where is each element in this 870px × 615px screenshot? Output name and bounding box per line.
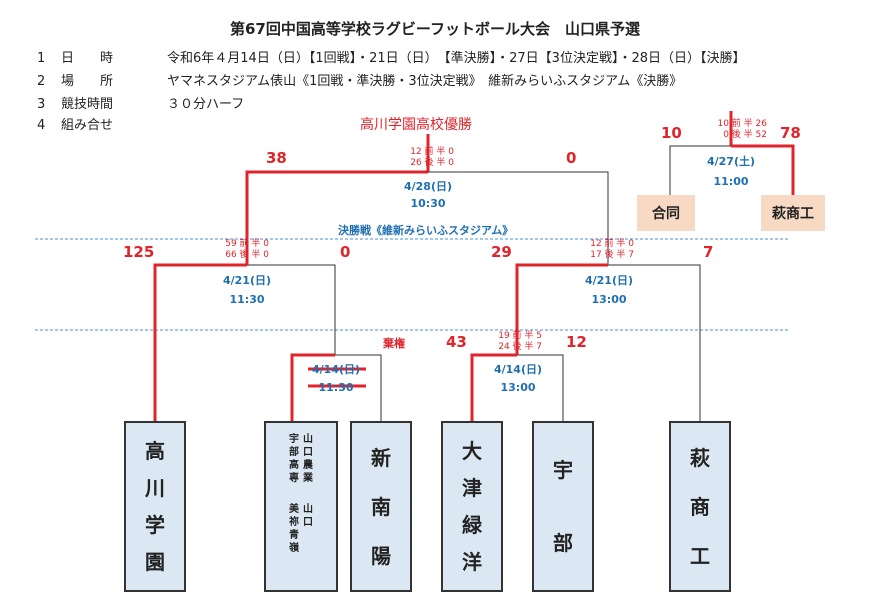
semi2-right-score: 7 [703,243,714,261]
semi1-time: 11:30 [229,293,265,306]
semi1-left-score: 125 [123,243,155,261]
r1b-date: 4/14(日) [493,363,543,376]
semi2-left-score: 29 [491,243,512,261]
semi1-date: 4/21(日) [222,274,272,287]
r1a-time: 11:30 [318,381,354,394]
r1a-date: 4/14(日) [311,363,361,376]
final-time: 10:30 [410,197,446,210]
r1b-time: 13:00 [500,381,536,394]
semi2-time: 13:00 [591,293,627,306]
champion-label: 高川学園高校優勝 [360,117,472,133]
third-right-team: 萩商工 [761,195,825,231]
semi1-right-score: 0 [340,243,351,261]
team-shinnanyo: 新南陽 [350,421,412,592]
third-time: 11:00 [713,175,749,188]
team-combined: 宇部高専 美祢青嶺 山口農業 山口 [264,421,338,592]
team-takagawa-gakuen: 高川学園 [124,421,186,592]
team-ube: 宇部 [532,421,594,592]
final-venue-label: 決勝戦《維新みらいふスタジアム》 [338,224,514,237]
r1b-right-score: 12 [566,333,587,351]
final-left-score: 38 [266,149,287,167]
semi2-date: 4/21(日) [584,274,634,287]
third-left-score: 10 [661,124,682,142]
final-date: 4/28(日) [403,180,453,193]
page-title: 第67回中国高等学校ラグビーフットボール大会 山口県予選 [230,20,640,38]
third-left-team: 合同 [637,195,695,231]
r1a-forfeit-note: 棄権 [383,337,405,350]
r1b-left-score: 43 [446,333,467,351]
team-otsu-ryokuyo: 大津緑洋 [441,421,503,592]
third-right-score: 78 [780,124,801,142]
third-date: 4/27(土) [706,155,756,168]
team-hagi-shoko: 萩商工 [669,421,731,592]
final-right-score: 0 [566,149,577,167]
